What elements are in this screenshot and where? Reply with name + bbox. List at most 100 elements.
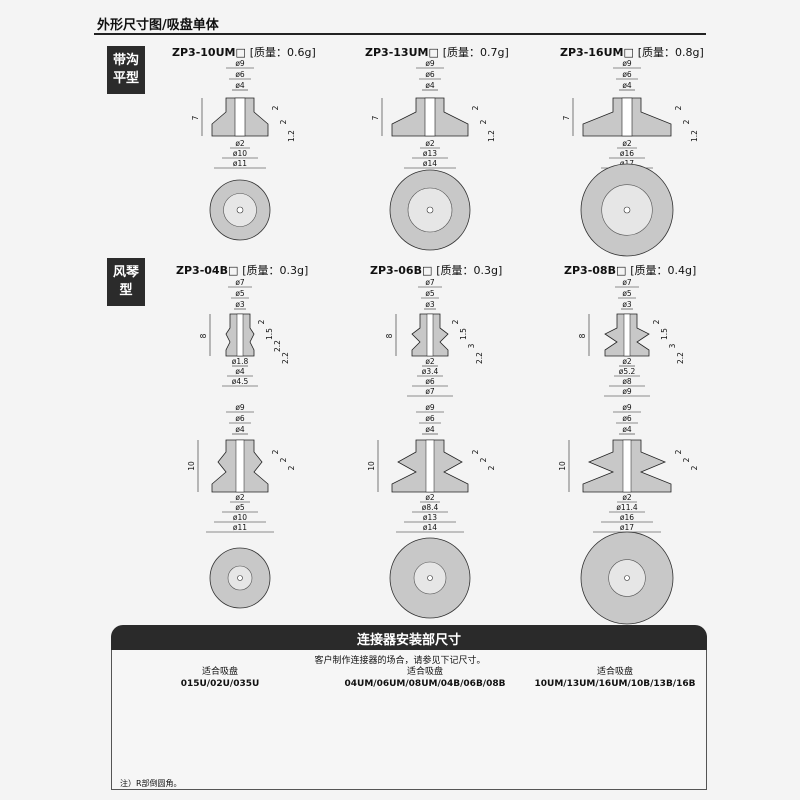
section-label-line: 带沟 [112, 53, 139, 68]
dimension-label: ø6 [235, 414, 245, 423]
suitable-models: 015U/02U/035U [180, 679, 260, 689]
dimension-label: 2 [479, 457, 488, 462]
suitable-models: 10UM/13UM/16UM/10B/13B/16B [534, 679, 696, 689]
model-name: ZP3-06B□ [370, 264, 433, 277]
dimension-label: ø2 [235, 493, 245, 502]
dimension-label: ø9 [425, 403, 435, 412]
dimension-label: 1.5 [660, 328, 669, 340]
dimension-label: 2.2 [281, 352, 290, 364]
model-name: ZP3-08B□ [564, 264, 627, 277]
dimension-label: 2 [279, 457, 288, 462]
section-label-bellows: 风琴 型 [107, 258, 145, 306]
dimension-label: ø10 [233, 149, 247, 158]
dimension-label: ø13 [423, 513, 437, 522]
model-name: ZP3-13UM□ [365, 46, 439, 59]
dimension-label: ø9 [235, 403, 245, 412]
dimension-label: ø5 [235, 289, 245, 298]
dimension-label: 1.2 [690, 130, 699, 142]
dimension-label: 2 [674, 449, 683, 454]
bellows-pad-bore [622, 439, 632, 493]
dimension-label: 2 [479, 119, 488, 124]
dimension-label: ø9 [622, 403, 632, 412]
model-name: ZP3-10UM□ [172, 46, 246, 59]
suction-pad-bore [234, 97, 246, 137]
section-label-flat: 带沟 平型 [107, 46, 145, 94]
model-name: ZP3-16UM□ [560, 46, 634, 59]
dimension-label: ø5.2 [619, 367, 636, 376]
dimension-label: 2 [451, 319, 460, 324]
bellows-pad-bore [236, 313, 244, 357]
dimension-label: ø5 [622, 289, 632, 298]
dimension-label: ø2 [235, 139, 245, 148]
dimension-label: ø3 [622, 300, 632, 309]
dimension-label: 2.2 [676, 352, 685, 364]
dimension-label: ø17 [620, 159, 634, 168]
connector-note: 客户制作连接器的场合，请参见下记尺寸。 [314, 656, 486, 666]
dimension-label: ø11 [233, 159, 247, 168]
bellows-pad-bore [425, 439, 435, 493]
dimension-label: 2 [279, 119, 288, 124]
dimension-label: 10 [558, 461, 567, 471]
page-title: 外形尺寸图/吸盘单体 [97, 18, 219, 33]
connector-section-box [111, 650, 707, 790]
suitable-pads: 适合吸盘 04UM/06UM/08UM/04B/06B/08B [340, 666, 510, 690]
model-header: ZP3-04B□ [质量：0.3g] [176, 262, 308, 278]
dimension-label: 2.2 [273, 340, 282, 352]
dimension-label: ø6 [425, 70, 435, 79]
dimension-label: 1.2 [487, 130, 496, 142]
dimension-label: ø9 [622, 59, 632, 68]
model-mass: [质量：0.3g] [242, 264, 309, 277]
dimension-label: 8 [199, 333, 208, 338]
dimension-label: 2 [471, 449, 480, 454]
suitable-pads: 适合吸盘 015U/02U/035U [175, 666, 265, 690]
dimension-label: 2 [682, 119, 691, 124]
model-name: ZP3-04B□ [176, 264, 239, 277]
dimension-label: ø4 [235, 425, 245, 434]
dimension-label: 2 [271, 105, 280, 110]
dimension-label: ø6 [425, 377, 435, 386]
dimension-label: ø6 [425, 414, 435, 423]
dimension-label: 7 [371, 115, 380, 120]
suction-pad-bore [621, 97, 633, 137]
bellows-pad-hole [624, 575, 630, 581]
dimension-label: ø6 [622, 70, 632, 79]
suitable-label: 适合吸盘 [406, 667, 443, 677]
dimension-label: ø13 [423, 149, 437, 158]
suction-pad-hole [623, 206, 631, 214]
dimension-label: ø9 [622, 387, 632, 396]
dimension-label: ø2 [622, 493, 632, 502]
dimension-label: ø4 [622, 81, 632, 90]
model-header: ZP3-10UM□ [质量：0.6g] [172, 44, 316, 60]
dimension-label: ø4 [235, 367, 245, 376]
dimension-label: 2 [487, 465, 496, 470]
dimension-label: 2 [690, 465, 699, 470]
model-header: ZP3-13UM□ [质量：0.7g] [365, 44, 509, 60]
dimension-label: ø17 [620, 523, 634, 532]
dimension-label: 7 [562, 115, 571, 120]
dimension-label: ø4.5 [232, 377, 249, 386]
model-mass: [质量：0.4g] [630, 264, 697, 277]
dimension-label: 2 [471, 105, 480, 110]
dimension-label: ø2 [425, 357, 435, 366]
dimension-label: ø9 [235, 59, 245, 68]
dimension-label: 3 [668, 343, 677, 348]
dimension-label: 2 [271, 449, 280, 454]
connector-section-header: 连接器安装部尺寸 [111, 625, 707, 650]
dimension-label: ø2 [425, 139, 435, 148]
suitable-pads: 适合吸盘 10UM/13UM/16UM/10B/13B/16B [530, 666, 700, 690]
dimension-label: ø9 [425, 59, 435, 68]
title-rule [94, 33, 706, 35]
model-header: ZP3-08B□ [质量：0.4g] [564, 262, 696, 278]
dimension-label: ø10 [233, 513, 247, 522]
dimension-label: 8 [385, 333, 394, 338]
model-header: ZP3-06B□ [质量：0.3g] [370, 262, 502, 278]
dimension-label: ø4 [622, 425, 632, 434]
model-mass: [质量：0.6g] [249, 46, 316, 59]
dimension-label: 2.2 [475, 352, 484, 364]
dimension-label: ø5 [425, 289, 435, 298]
bellows-pad-bore [235, 439, 245, 493]
dimension-label: 10 [187, 461, 196, 471]
dimension-label: ø7 [425, 387, 435, 396]
dimension-label: ø3 [425, 300, 435, 309]
